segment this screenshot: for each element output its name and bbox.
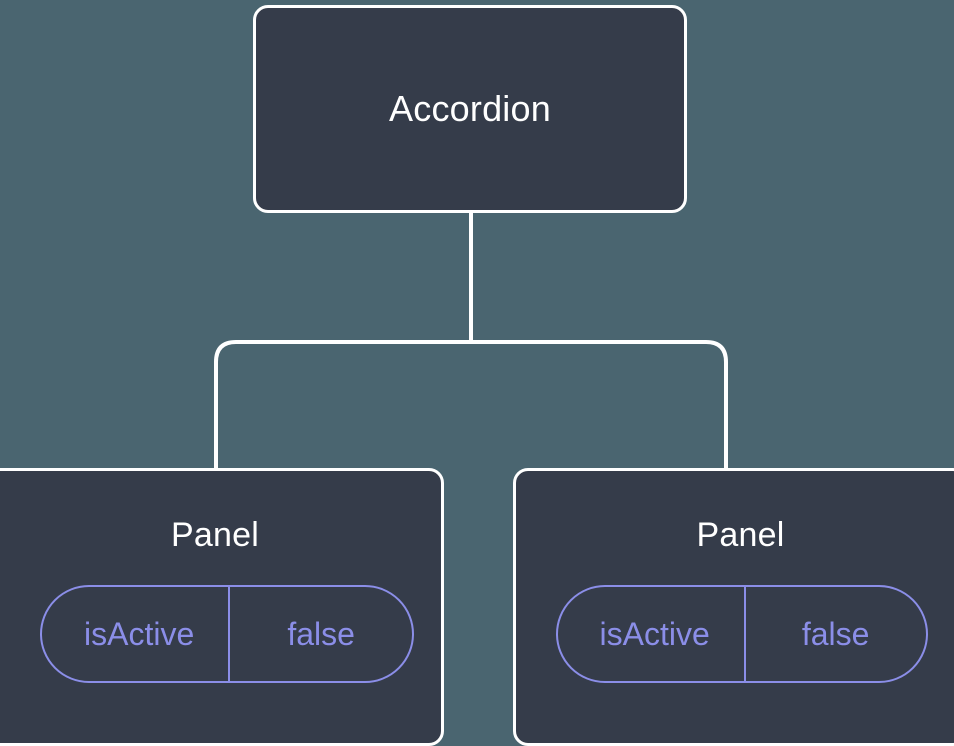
node-title: Accordion	[389, 88, 551, 129]
prop-divider	[743, 587, 746, 681]
connector-branch-right	[471, 340, 728, 472]
prop-pill[interactable]: isActive false	[555, 585, 928, 683]
tree-node-accordion[interactable]: Accordion	[253, 5, 687, 213]
tree-node-panel-left[interactable]: Panel isActive false	[0, 468, 444, 746]
prop-value: false	[287, 616, 355, 652]
prop-key: isActive	[84, 616, 195, 652]
prop-divider	[228, 587, 231, 681]
prop-pill[interactable]: isActive false	[40, 585, 414, 683]
prop-key: isActive	[599, 616, 710, 652]
node-title: Panel	[696, 516, 785, 554]
tree-node-panel-right[interactable]: Panel isActive false	[513, 468, 954, 746]
prop-value: false	[801, 616, 870, 652]
node-title: Panel	[171, 516, 259, 554]
connector-branch-left	[214, 340, 471, 472]
